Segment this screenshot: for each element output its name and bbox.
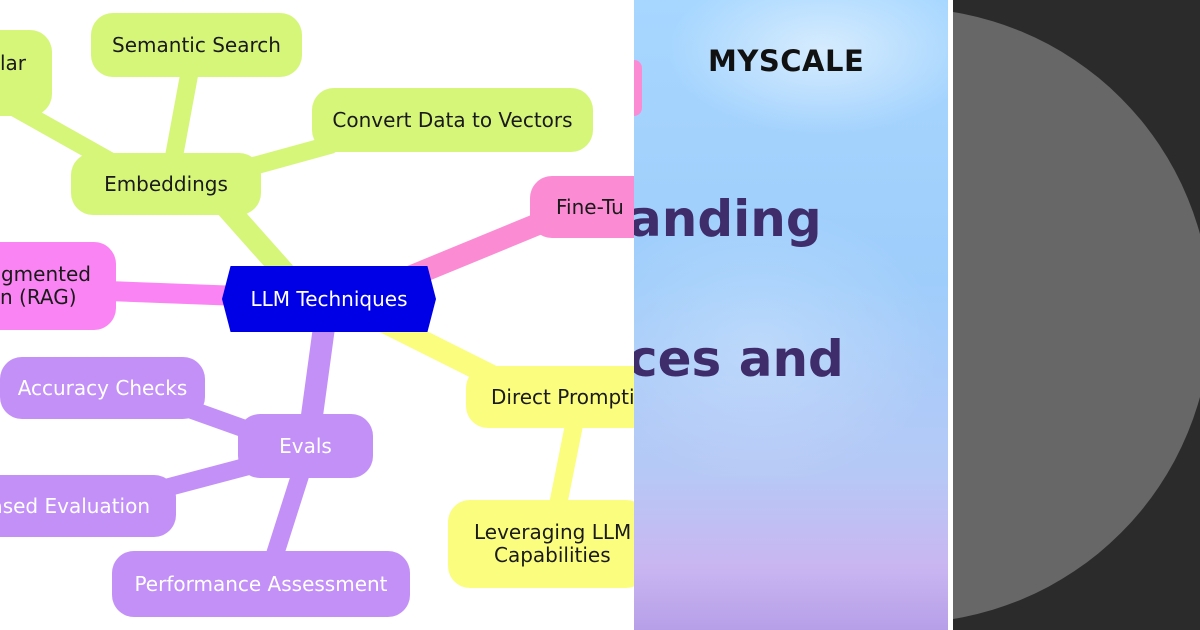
node-fine-tuning-label: Fine-Tu [556,194,624,219]
mind-map: lar Semantic Search Convert Data to Vect… [0,13,634,617]
node-llm-techniques: LLM Techniques [222,266,436,332]
node-based-evaluation: ased Evaluation [0,475,176,537]
panel-divider [948,0,953,630]
node-semantic-search: Semantic Search [91,13,302,77]
node-based-evaluation-label: ased Evaluation [0,493,150,518]
connector-center-evals [299,309,336,441]
node-evals-label: Evals [279,433,332,458]
headline-line-2: ces and [634,330,844,388]
node-performance-assessment: Performance Assessment [112,551,410,617]
node-direct-prompting-label: Direct Prompti [491,384,634,409]
node-performance-assessment-label: Performance Assessment [134,571,388,596]
partial-pink-node [634,60,642,116]
node-semantic-search-label: Semantic Search [112,32,281,57]
node-leveraging-label-line1: Leveraging LLM [474,520,632,544]
node-similar: lar [0,30,52,116]
node-rag-label-line2: n (RAG) [0,285,77,309]
gray-disc [953,8,1200,623]
myscale-poster: MYSCALE anding ces and [634,0,948,630]
node-evals: Evals [238,414,373,478]
node-llm-techniques-label: LLM Techniques [250,286,408,311]
node-direct-prompting: Direct Prompti [466,366,634,428]
node-embeddings: Embeddings [71,153,261,215]
node-fine-tuning: Fine-Tu [530,176,634,238]
node-accuracy-checks: Accuracy Checks [0,357,205,419]
brand-logo-text: MYSCALE [708,44,865,78]
headline-line-1: anding [634,190,822,248]
node-embeddings-label: Embeddings [104,171,228,196]
node-convert-data-label: Convert Data to Vectors [332,107,573,132]
node-leveraging-capabilities: Leveraging LLM Capabilities [448,500,634,588]
node-leveraging-label-line2: Capabilities [494,543,611,567]
node-similar-label: lar [0,51,26,75]
node-accuracy-checks-label: Accuracy Checks [17,375,188,400]
dark-panel [953,0,1200,630]
node-convert-data: Convert Data to Vectors [312,88,593,152]
